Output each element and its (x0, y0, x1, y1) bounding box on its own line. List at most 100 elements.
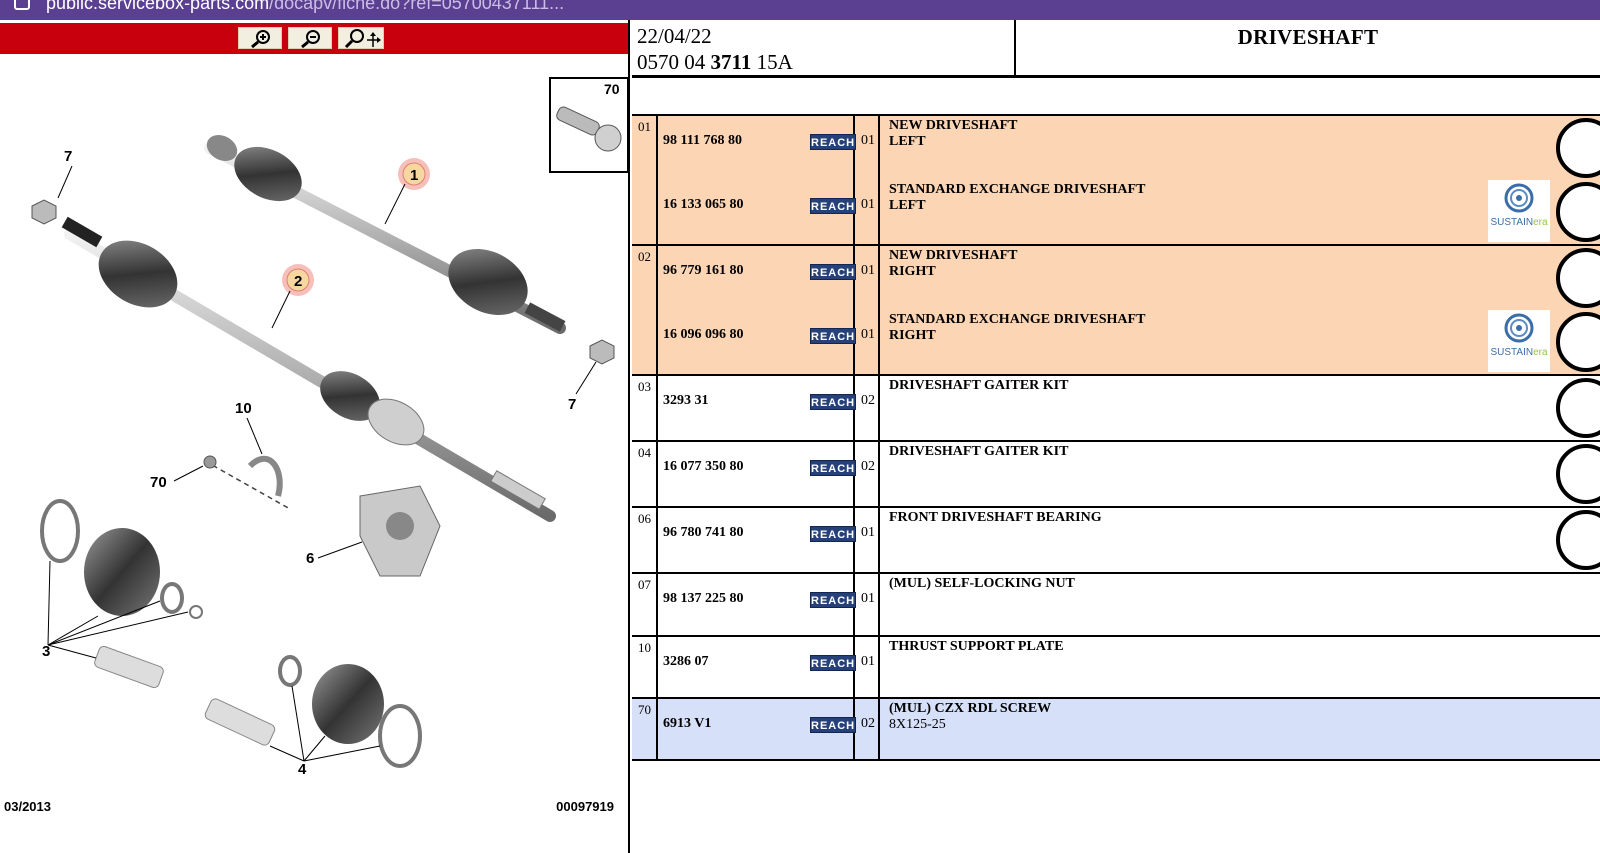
history-icon[interactable] (1556, 312, 1600, 372)
inset-label: 70 (604, 81, 620, 97)
history-icon[interactable] (1556, 248, 1600, 308)
part-number[interactable]: 98 111 768 80 (663, 133, 742, 148)
column-divider (656, 442, 658, 506)
history-icon[interactable] (1556, 444, 1600, 504)
part-number[interactable]: 3293 31 (663, 393, 709, 408)
reach-badge[interactable]: REACH (810, 264, 856, 280)
sustainera-logo[interactable]: SUSTAINera (1488, 180, 1550, 242)
zoom-out-button[interactable] (288, 27, 332, 49)
callout-70-leader (173, 465, 204, 482)
reach-badge[interactable]: REACH (810, 328, 856, 344)
description-line-2: 8X125-25 (889, 717, 946, 732)
callout-label-6: 6 (306, 550, 314, 567)
reach-badge[interactable]: REACH (810, 394, 856, 410)
zoom-in-button[interactable] (238, 27, 282, 49)
reach-badge[interactable]: REACH (810, 655, 856, 671)
part-number[interactable]: 3286 07 (663, 654, 709, 669)
part-description: (MUL) SELF-LOCKING NUT (889, 576, 1075, 592)
gaiter-kit-3[interactable] (40, 499, 203, 689)
description-line-1: THRUST SUPPORT PLATE (889, 639, 1064, 654)
callout-1[interactable] (402, 162, 426, 186)
ref-bold: 3711 (710, 50, 752, 74)
driveshaft-left-1[interactable] (202, 130, 566, 334)
bearing-6[interactable] (359, 485, 441, 577)
ref-prefix: 0570 04 (637, 50, 706, 74)
header-reference: 0570 04 3711 15A (637, 50, 793, 75)
callout-2-leader (271, 290, 291, 329)
reach-badge[interactable]: REACH (810, 198, 856, 214)
part-number[interactable]: 96 779 161 80 (663, 263, 744, 278)
nut-7-left[interactable] (31, 199, 57, 225)
history-icon[interactable] (1556, 378, 1600, 438)
description-line-2: LEFT (889, 134, 926, 149)
history-icon[interactable] (1556, 182, 1600, 242)
quantity: 01 (861, 263, 875, 278)
zoom-in-icon (251, 30, 270, 48)
thrust-plate-10[interactable] (247, 455, 283, 497)
url-text[interactable]: public.servicebox-parts.com/docapv/fiche… (46, 0, 564, 14)
inset-screw-70[interactable]: 70 (549, 77, 628, 173)
reach-badge[interactable]: REACH (810, 134, 856, 150)
part-number[interactable]: 16 077 350 80 (663, 459, 744, 474)
pan-zoom-button[interactable] (338, 27, 384, 49)
figure-number: 07 (638, 577, 651, 592)
header-date: 22/04/22 (637, 24, 712, 48)
callout-label-3: 3 (42, 643, 50, 660)
quantity: 02 (861, 459, 875, 474)
part-number[interactable]: 16 133 065 80 (663, 197, 744, 212)
exploded-parts-diagram[interactable]: 70 (0, 56, 628, 776)
figure-number: 70 (638, 702, 651, 717)
sustainera-logo[interactable]: SUSTAINera (1488, 310, 1550, 372)
callout-2[interactable] (286, 268, 310, 292)
part-description: FRONT DRIVESHAFT BEARING (889, 510, 1102, 526)
header-divider (1014, 20, 1016, 76)
part-number[interactable]: 6913 V1 (663, 716, 712, 731)
screw-70[interactable] (203, 455, 217, 469)
zoom-out-icon (301, 30, 320, 48)
column-divider (656, 508, 658, 572)
gaiter-kit-4[interactable] (204, 655, 422, 768)
part-number[interactable]: 96 780 741 80 (663, 525, 744, 540)
reach-badge[interactable]: REACH (810, 526, 856, 542)
site-info-icon[interactable] (14, 0, 30, 10)
reach-badge[interactable]: REACH (810, 460, 856, 476)
description-line-1: NEW DRIVESHAFT (889, 248, 1018, 263)
driveshaft-right-2[interactable] (61, 216, 556, 522)
callout-7a-leader (57, 165, 73, 199)
zoom-toolbar (0, 23, 628, 54)
part-number[interactable]: 98 137 225 80 (663, 591, 744, 606)
quantity: 02 (861, 393, 875, 408)
reach-badge[interactable]: REACH (810, 592, 856, 608)
reach-badge[interactable]: REACH (810, 717, 856, 733)
history-icon[interactable] (1556, 118, 1600, 178)
figure-number: 03 (638, 379, 651, 394)
browser-url-bar[interactable]: public.servicebox-parts.com/docapv/fiche… (0, 0, 1600, 20)
column-divider (656, 574, 658, 635)
parts-header: 22/04/22 0570 04 3711 15A DRIVESHAFT (632, 20, 1600, 78)
description-line-1: STANDARD EXCHANGE DRIVESHAFT (889, 312, 1146, 327)
column-divider (656, 376, 658, 440)
nut-7-right[interactable] (589, 339, 615, 365)
part-number[interactable]: 16 096 096 80 (663, 327, 744, 342)
column-divider (853, 116, 855, 244)
sustainera-part2: era (1533, 347, 1548, 358)
history-icon[interactable] (1556, 510, 1600, 570)
